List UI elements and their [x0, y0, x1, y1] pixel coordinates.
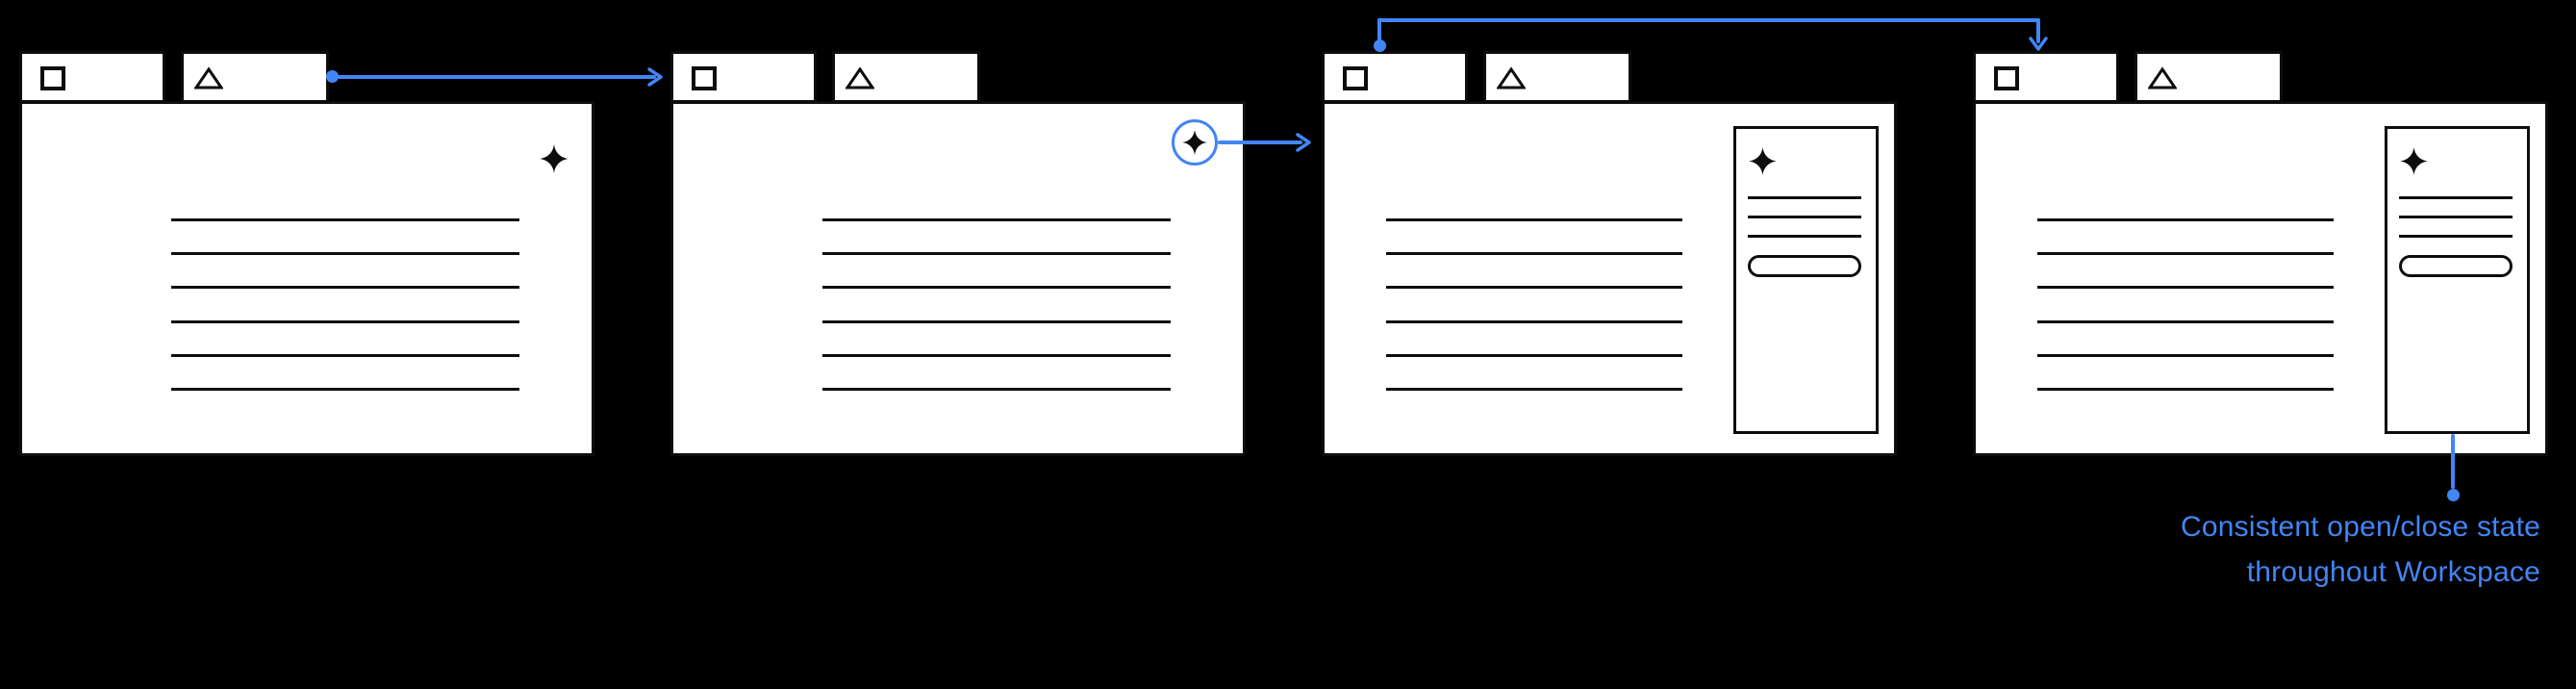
sparkle-icon	[1182, 130, 1207, 155]
sparkle-icon	[2400, 147, 2428, 175]
content-line	[171, 252, 519, 255]
content-line	[1386, 354, 1682, 357]
content-line	[822, 286, 1171, 289]
panel-line	[1748, 235, 1861, 238]
tab-square	[1973, 51, 2119, 103]
content-line	[822, 320, 1171, 323]
tab-triangle	[181, 51, 329, 103]
triangle-icon	[194, 66, 223, 89]
content-line	[2037, 286, 2334, 289]
content-line	[1386, 218, 1682, 221]
content-line	[171, 218, 519, 221]
connector-line	[1218, 140, 1302, 144]
tab-square	[670, 51, 817, 103]
content-line	[171, 286, 519, 289]
connector-end-dot	[2447, 489, 2460, 501]
arrowhead-right-icon	[1296, 133, 1311, 152]
content-line	[2037, 320, 2334, 323]
square-icon	[692, 66, 717, 90]
side-panel	[2385, 126, 2530, 434]
content-line	[171, 354, 519, 357]
browser-window-1	[19, 51, 594, 456]
tab-triangle	[832, 51, 980, 103]
content-line	[822, 354, 1171, 357]
content-line	[1386, 320, 1682, 323]
content-line	[822, 252, 1171, 255]
sparkle-circle-button	[1172, 119, 1218, 166]
caption-line-1: Consistent open/close state	[2181, 511, 2540, 543]
panel-line	[2399, 196, 2513, 199]
content-line	[2037, 388, 2334, 391]
square-icon	[1343, 66, 1368, 90]
side-panel	[1733, 126, 1879, 434]
caption: Consistent open/close state throughout W…	[2181, 504, 2540, 595]
panel-line	[2399, 216, 2513, 218]
panel-line	[2399, 235, 2513, 238]
caption-line-2: throughout Workspace	[2246, 556, 2540, 588]
content-line	[2037, 354, 2334, 357]
connector-line-horizontal	[1377, 18, 2040, 22]
content-line	[171, 320, 519, 323]
triangle-icon	[846, 66, 874, 89]
window-body	[670, 101, 1246, 456]
square-icon	[1994, 66, 2019, 90]
panel-pill-button	[1748, 255, 1861, 277]
content-line	[1386, 388, 1682, 391]
connector-line	[333, 75, 656, 79]
square-icon	[40, 66, 65, 90]
content-line	[1386, 286, 1682, 289]
content-line	[822, 388, 1171, 391]
panel-line	[1748, 216, 1861, 218]
connector-line-vertical	[1377, 18, 1381, 47]
content-line	[1386, 252, 1682, 255]
arrowhead-down-icon	[2029, 37, 2048, 51]
connector-line-vertical	[2036, 18, 2040, 43]
content-line	[2037, 252, 2334, 255]
content-line	[171, 388, 519, 391]
content-line	[2037, 218, 2334, 221]
panel-line	[1748, 196, 1861, 199]
sparkle-icon	[1749, 147, 1777, 175]
sparkle-icon	[540, 144, 568, 173]
browser-window-2	[670, 51, 1246, 456]
triangle-icon	[1497, 66, 1526, 89]
tab-triangle	[1483, 51, 1631, 103]
content-line	[822, 218, 1171, 221]
tab-triangle	[2134, 51, 2283, 103]
tab-square	[1322, 51, 1468, 103]
connector-start-dot	[326, 70, 339, 83]
panel-pill-button	[2399, 255, 2513, 277]
tab-square	[19, 51, 165, 103]
connector-line-vertical	[2451, 434, 2455, 489]
window-body	[19, 101, 594, 456]
triangle-icon	[2148, 66, 2177, 89]
arrowhead-right-icon	[647, 67, 663, 87]
browser-window-3	[1322, 51, 1897, 456]
browser-window-4	[1973, 51, 2548, 456]
